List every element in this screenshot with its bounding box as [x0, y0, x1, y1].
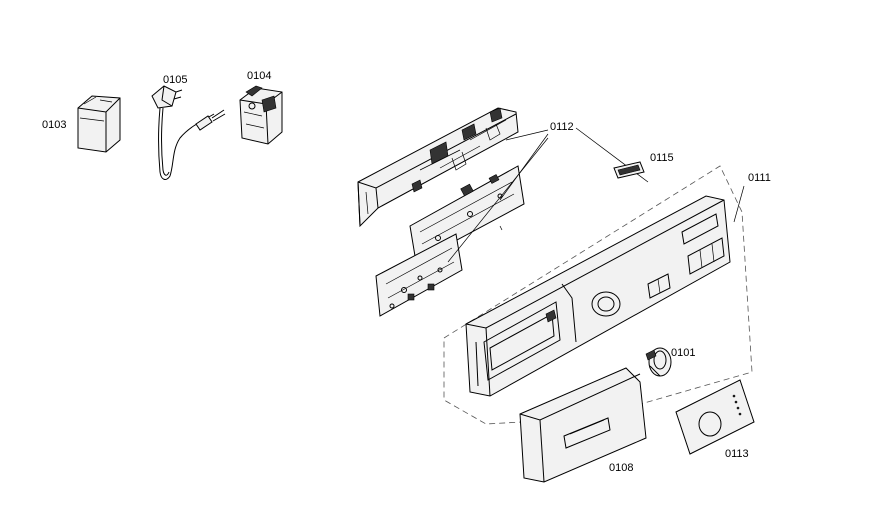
part-0108-drawer-front — [519, 367, 647, 483]
assembly-boundary — [443, 165, 753, 425]
leader-0111 — [733, 185, 745, 223]
part-0111-fascia — [465, 195, 731, 397]
part-0103-filter-block — [77, 95, 121, 153]
label-0108: 0108 — [609, 462, 633, 474]
leader-0112-a — [505, 129, 549, 141]
label-0112: 0112 — [550, 121, 574, 133]
leader-0112-b — [499, 133, 549, 201]
part-0104-suppressor — [239, 85, 283, 145]
label-0101: 0101 — [671, 347, 695, 359]
label-0104: 0104 — [247, 70, 271, 82]
label-0113: 0113 — [725, 448, 749, 460]
label-0115: 0115 — [650, 152, 674, 164]
label-0103: 0103 — [42, 119, 66, 131]
part-0112-control-module — [357, 107, 525, 317]
part-0115-insert — [613, 161, 645, 179]
label-0105: 0105 — [163, 74, 187, 86]
label-0111: 0111 — [748, 172, 771, 184]
part-0105-power-cord — [151, 85, 226, 180]
part-0113-program-label — [675, 379, 755, 455]
part-0101-knob — [645, 347, 672, 377]
leader-0112-c — [447, 137, 549, 263]
